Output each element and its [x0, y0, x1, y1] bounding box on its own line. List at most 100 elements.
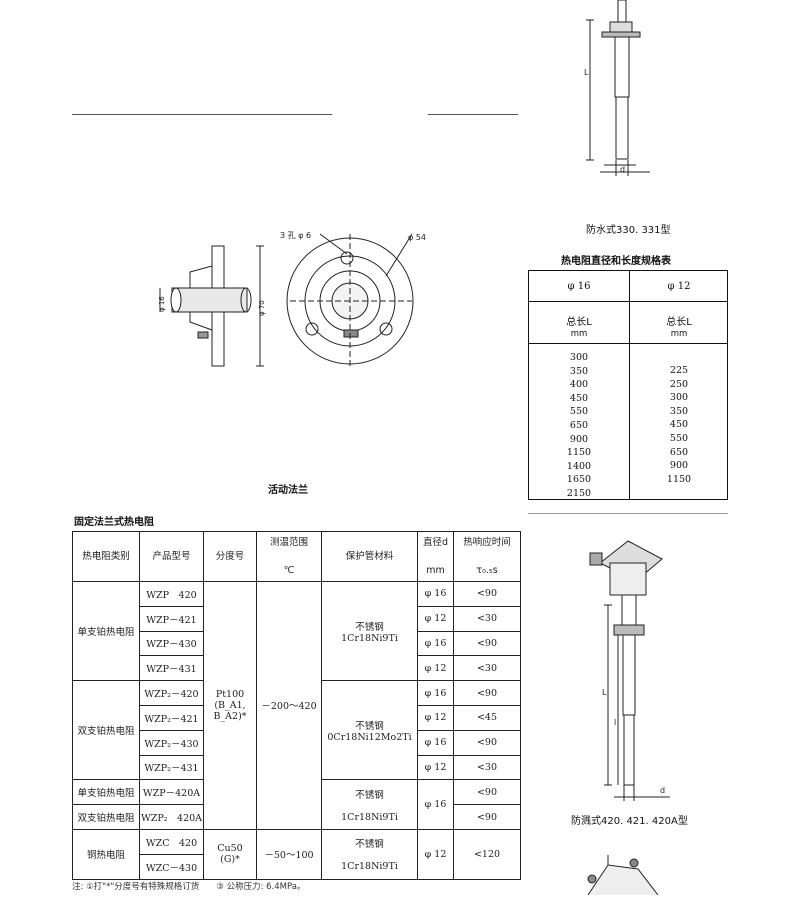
- model-cell: WZP₂－431: [139, 754, 204, 781]
- spec-phi16-value: 450: [569, 392, 589, 404]
- model-cell: WZP－421: [139, 605, 204, 632]
- spec-phi12-value: 225: [669, 365, 689, 376]
- response-cell: <90: [453, 779, 521, 806]
- diameter-cell: φ 12: [417, 704, 454, 731]
- spec-phi16-value: 1150: [566, 447, 592, 459]
- caption-explosion-proof: 防溅式420. 421. 420A型: [571, 816, 688, 827]
- group-double-pt-2: 双支铂热电阻: [72, 804, 140, 830]
- response-cell: <30: [453, 655, 521, 682]
- spec-phi16-value: 650: [569, 419, 589, 431]
- waterproof-sensor-drawing: L d: [584, 0, 650, 176]
- label-phi16-side: φ 16: [158, 296, 166, 312]
- model-cell: WZP₂－420: [139, 680, 204, 706]
- divider-right: [528, 513, 728, 514]
- response-cell: <90: [453, 680, 521, 706]
- response-cell: <120: [453, 828, 521, 880]
- label-phi54: φ 54: [408, 233, 426, 242]
- response-cell: <30: [453, 754, 521, 781]
- pt-graduation: Pt100(B_A1, B_A2)*: [203, 581, 257, 830]
- label-l-bottom: l: [614, 718, 616, 727]
- spec-phi12-value: 1150: [666, 473, 692, 485]
- spec-phi16-value: 1400: [566, 460, 592, 472]
- model-cell: WZP₂ 420A: [139, 804, 204, 830]
- model-cell: WZP－430: [139, 630, 204, 657]
- header-graduation: 分度号: [203, 531, 257, 582]
- diameter-cell: φ 16: [417, 581, 454, 607]
- spec-phi12-value: 550: [669, 432, 689, 444]
- group-single-pt-2: 单支铂热电阻: [72, 779, 140, 806]
- model-cell: WZC－430: [139, 853, 204, 880]
- spec-header-phi16: φ 16: [567, 281, 591, 292]
- spec-phi16-value: 900: [569, 433, 589, 445]
- spec-phi16-value: 400: [569, 379, 589, 391]
- group-copper: 铜热电阻: [72, 828, 140, 880]
- diameter-cell: φ 12: [417, 605, 454, 632]
- spec-phi12-value: 250: [669, 378, 689, 390]
- spec-phi12-value: 650: [669, 446, 689, 458]
- splashproof-sensor-drawing: L l d: [589, 540, 670, 801]
- header-model: 产品型号: [139, 531, 204, 582]
- spec-sub-phi12: 总长L: [666, 317, 692, 328]
- cu-graduation: Cu50(G)*: [203, 828, 257, 880]
- header-type: 热电阻类别: [72, 531, 140, 582]
- group-double-pt: 双支铂热电阻: [72, 680, 140, 781]
- spec-phi16-value: 1650: [566, 474, 592, 486]
- response-cell: <90: [453, 804, 521, 830]
- partial-sensor-drawing: [587, 855, 659, 896]
- diameter-cell: φ 16: [417, 729, 454, 756]
- model-cell: WZP₂－430: [139, 729, 204, 756]
- caption-waterproof: 防水式330. 331型: [586, 225, 671, 236]
- spec-phi12-value: 450: [669, 419, 689, 431]
- divider-left: [72, 114, 332, 115]
- spec-phi16-value: 550: [569, 406, 589, 418]
- diameter-cell: φ 12: [417, 754, 454, 781]
- diameter-cell: φ 16: [417, 680, 454, 706]
- label-d-bottom: d: [660, 786, 665, 795]
- spec-phi12-value: 350: [669, 405, 689, 417]
- model-cell: WZP－420A: [139, 779, 204, 806]
- label-L-top: L: [584, 68, 589, 77]
- spec-unit-phi16: mm: [570, 329, 588, 339]
- header-material: 保护管材料: [321, 531, 418, 582]
- footnote: 注: ①打"*"分度号有特殊规格订货 ③ 公称压力: 6.4MPa。: [72, 882, 306, 892]
- flange-drawing: 3 孔 φ 6 φ 54 φ 16 φ 70: [158, 231, 426, 368]
- spec-phi12-value: 900: [669, 460, 689, 472]
- spec-phi16-value: 2150: [566, 487, 592, 499]
- caption-flange: 活动法兰: [268, 485, 308, 496]
- header-range: 测温范围℃: [256, 531, 322, 582]
- label-d-top: d: [620, 165, 625, 174]
- spec-sub-phi16: 总长L: [566, 317, 592, 328]
- label-L-bottom: L: [602, 688, 607, 697]
- diameter-cell: φ 12: [417, 655, 454, 682]
- model-cell: WZP 420: [139, 581, 204, 607]
- group-single-pt: 单支铂热电阻: [72, 580, 140, 682]
- response-cell: <45: [453, 704, 521, 731]
- label-phi70: φ 70: [258, 300, 266, 316]
- diameter-cell-shared: φ 16: [417, 779, 454, 830]
- spec-header-phi12: φ 12: [667, 281, 691, 292]
- diameter-cell: φ 12: [417, 828, 454, 880]
- cu-range: －50～100: [256, 828, 322, 880]
- spec-phi16-value: 350: [569, 365, 589, 377]
- response-cell: <30: [453, 605, 521, 632]
- label-holes: 3 孔 φ 6: [280, 231, 311, 240]
- model-cell: WZP₂－421: [139, 704, 204, 731]
- response-cell: <90: [453, 630, 521, 657]
- pt-range: －200～420: [256, 581, 322, 830]
- spec-phi12-value: 300: [669, 392, 689, 404]
- response-cell: <90: [453, 729, 521, 756]
- fixed-flange-title: 固定法兰式热电阻: [74, 517, 154, 528]
- spec-unit-phi12: mm: [670, 329, 688, 339]
- spec-table-title: 热电阻直径和长度规格表: [561, 256, 671, 267]
- model-cell: WZP－431: [139, 655, 204, 682]
